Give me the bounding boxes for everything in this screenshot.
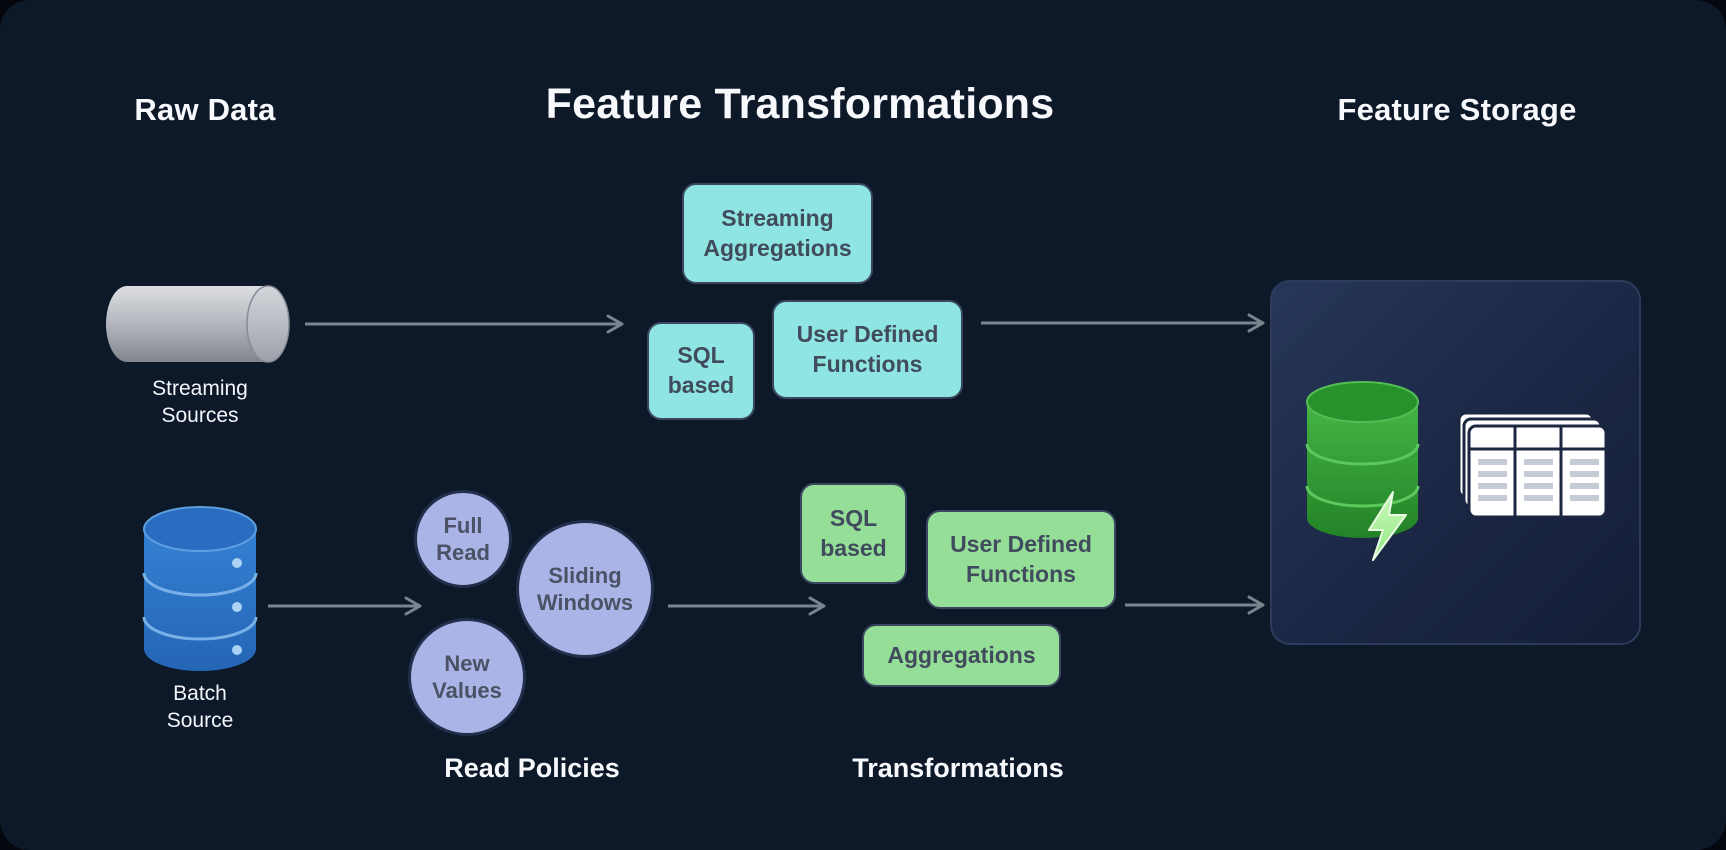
batch-udf-label: User Defined Functions xyxy=(950,530,1092,587)
column-header-raw-data: Raw Data xyxy=(134,92,276,127)
batch-sql-based-label: SQL based xyxy=(820,504,887,561)
sliding-windows-circle: Sliding Windows xyxy=(516,520,654,658)
full-read-circle: Full Read xyxy=(414,490,512,588)
streaming-udf-label: User Defined Functions xyxy=(796,320,939,377)
column-header-feature-transformations: Feature Transformations xyxy=(545,80,1055,128)
horizontal-cylinder-icon xyxy=(106,285,290,363)
streaming-aggregations-label: Streaming Aggregations xyxy=(703,204,852,261)
lightning-bolt-icon xyxy=(1368,491,1407,561)
streaming-udf-box: User Defined Functions xyxy=(772,300,963,399)
streaming-sql-based-box: SQL based xyxy=(647,322,755,420)
sliding-windows-label: Sliding Windows xyxy=(536,562,634,616)
full-read-label: Full Read xyxy=(436,512,490,566)
streaming-sql-based-label: SQL based xyxy=(667,342,735,398)
new-values-label: New Values xyxy=(432,650,502,704)
feature-store-database-icon xyxy=(1305,381,1420,561)
new-values-circle: New Values xyxy=(408,618,526,736)
feature-tables-icon xyxy=(1457,413,1607,519)
batch-aggregations-label: Aggregations xyxy=(887,641,1036,668)
database-cylinder-icon xyxy=(142,506,258,671)
streaming-sources-label: Streaming Sources xyxy=(152,377,248,427)
read-policies-label: Read Policies xyxy=(444,753,620,783)
transformations-label: Transformations xyxy=(852,753,1064,783)
batch-sql-based-box: SQL based xyxy=(800,483,907,584)
table-sheet-front xyxy=(1467,424,1607,519)
streaming-aggregations-box: Streaming Aggregations xyxy=(682,183,873,284)
batch-aggregations-box: Aggregations xyxy=(862,624,1061,687)
batch-source-label: Batch Source xyxy=(166,682,234,732)
feature-storage-panel xyxy=(1270,280,1641,645)
batch-udf-box: User Defined Functions xyxy=(926,510,1116,609)
column-header-feature-storage: Feature Storage xyxy=(1337,92,1577,127)
